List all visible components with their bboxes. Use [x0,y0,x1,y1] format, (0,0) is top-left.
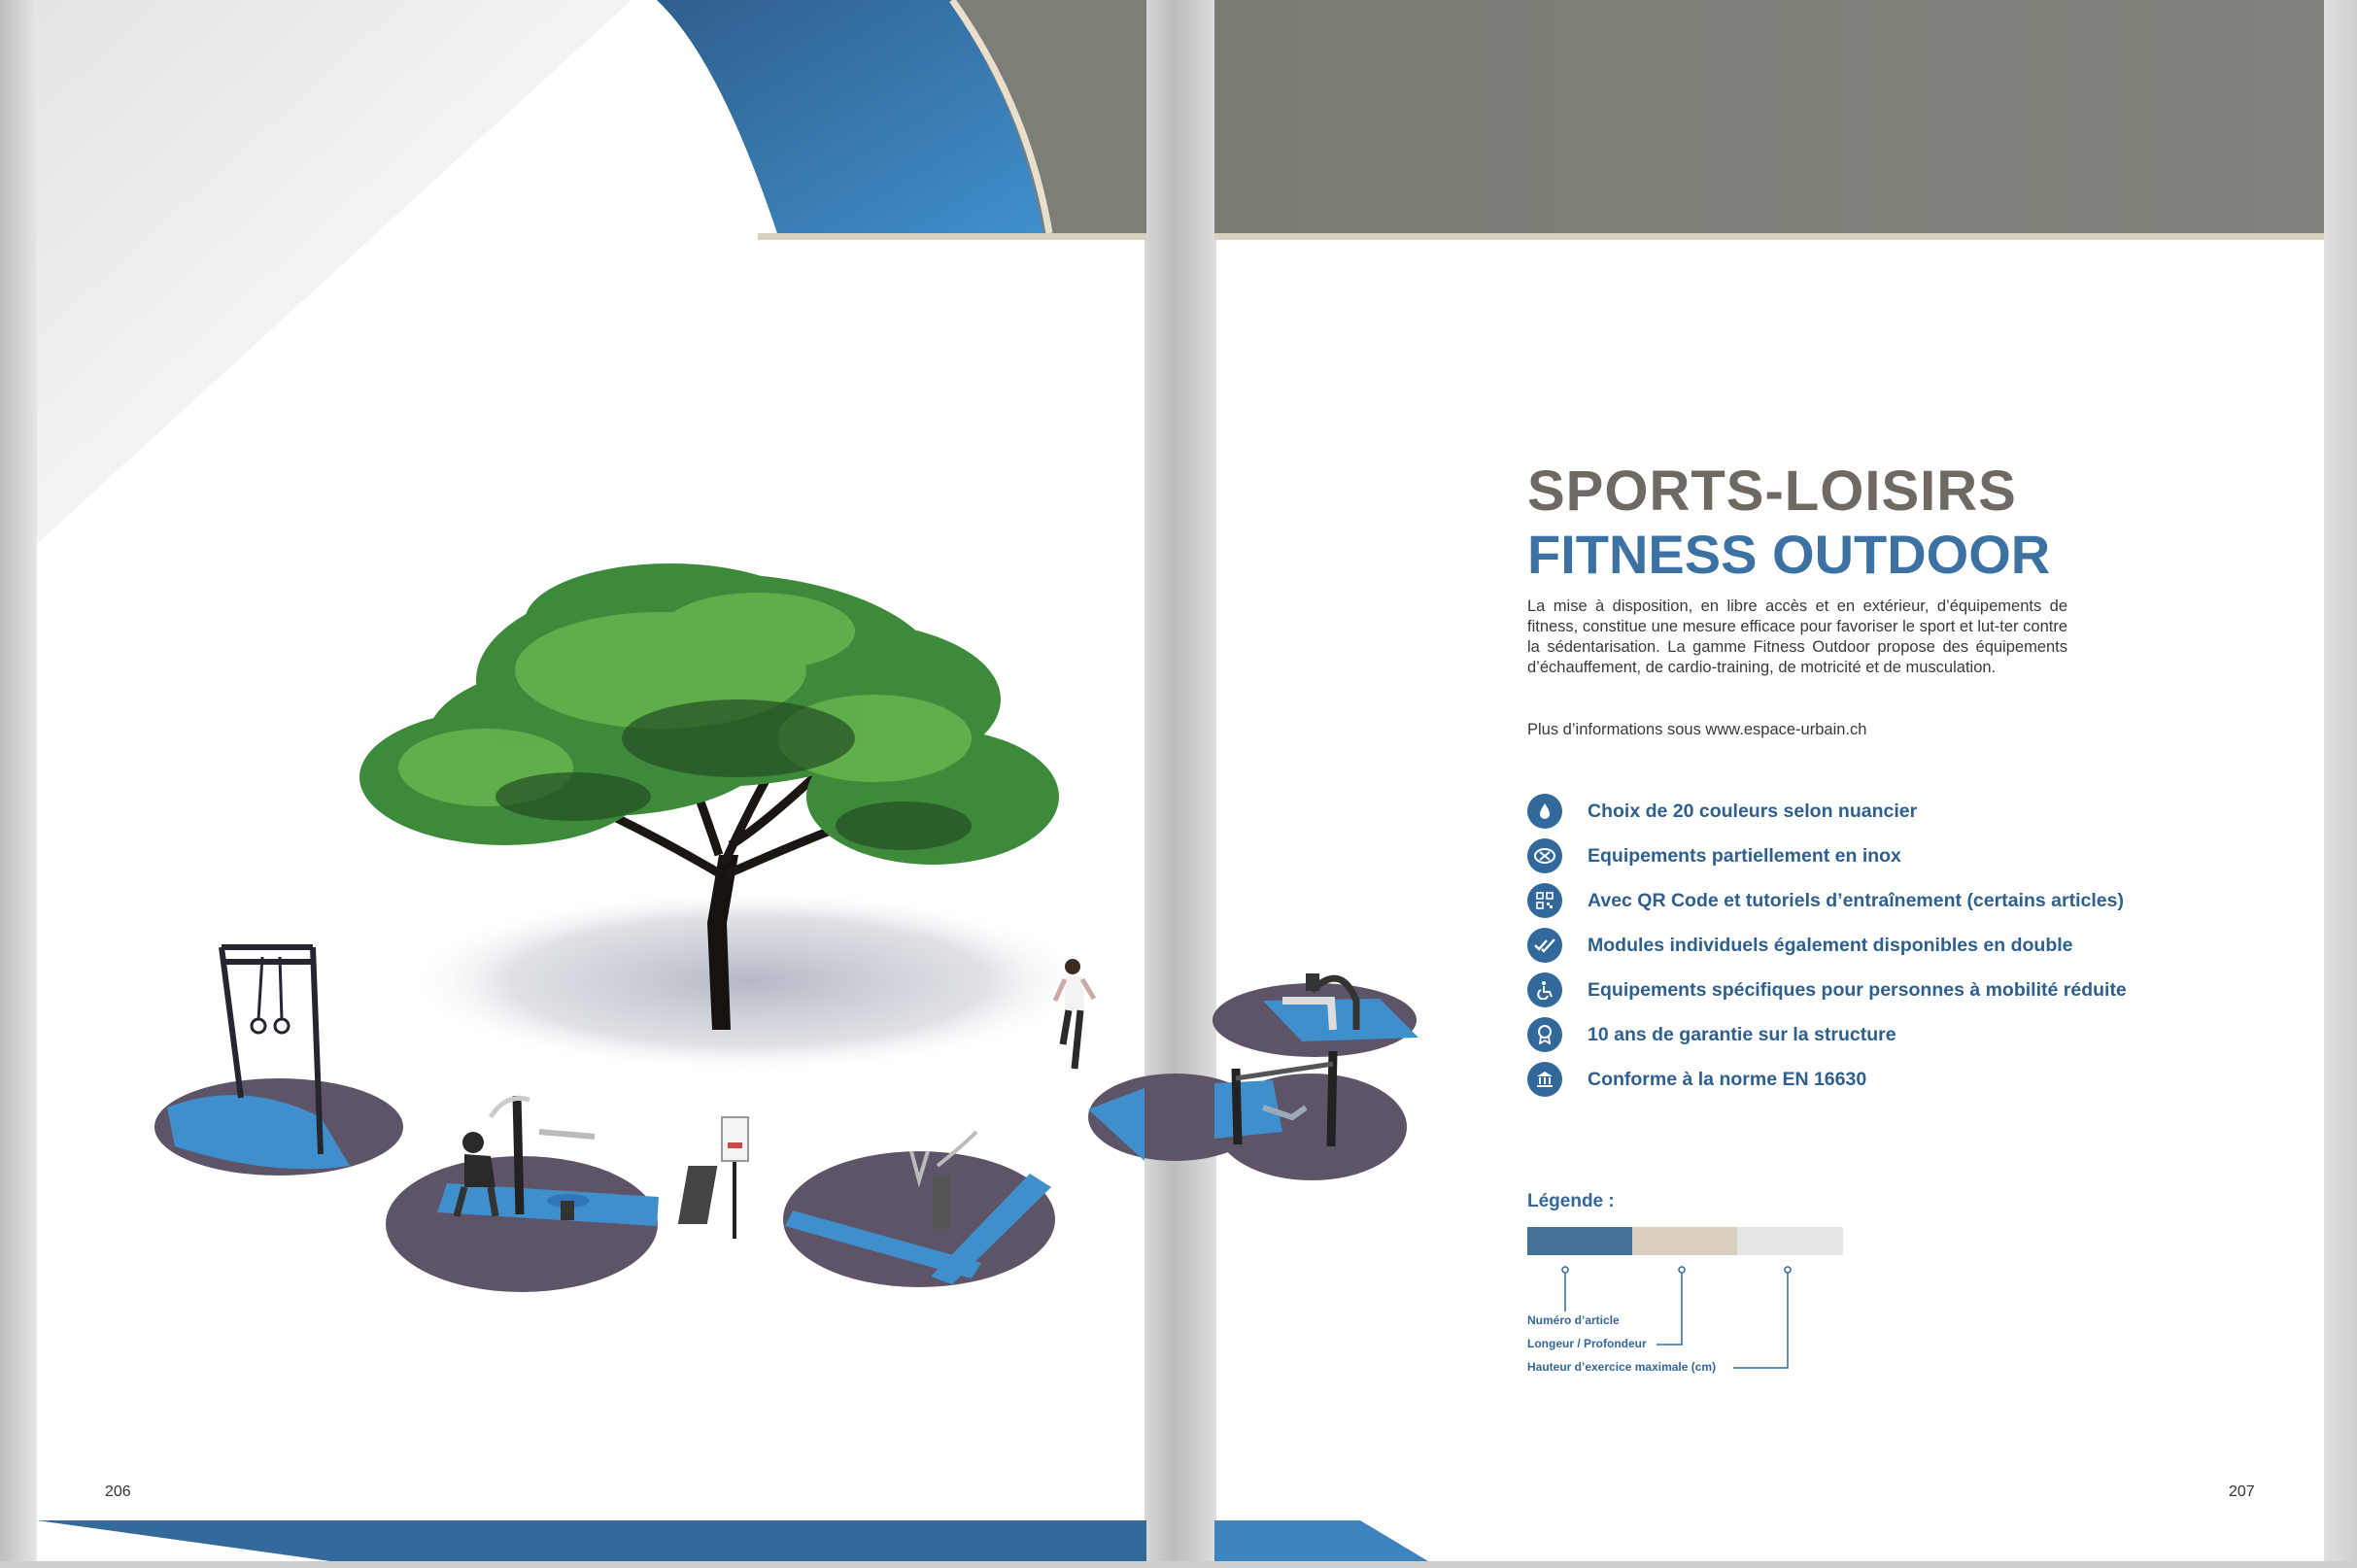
tree-shadow [408,889,1088,1074]
feature-label: 10 ans de garantie sur la structure [1588,1023,1896,1045]
feature-item: Choix de 20 couleurs selon nuancier [1527,789,2266,834]
qr-code-icon [1527,883,1562,918]
right-page-edge [2324,0,2357,1568]
feature-item: Modules individuels également disponible… [1527,923,2266,968]
legend-label-length: Longeur / Profondeur [1527,1337,1647,1350]
feature-item: Equipements spécifiques pour personnes à… [1527,968,2266,1012]
intro-paragraph: La mise à disposition, en libre accès et… [1527,597,2067,676]
info-signpost [721,1116,749,1239]
legend-connectors [1561,1266,1792,1369]
legend-label-height: Hauteur d’exercice maximale (cm) [1527,1360,1717,1374]
legend-title: Légende : [1527,1191,1615,1211]
bottom-edge [0,1561,2357,1568]
double-walker-equipment [1231,1050,1338,1147]
stainless-steel-icon [1527,838,1562,873]
twister-equipment [677,1130,978,1229]
wheelchair-icon [1527,972,1562,1007]
legend-bar-height [1737,1227,1843,1255]
leg-press-equipment [1282,973,1360,1031]
page-number-left: 206 [105,1483,131,1500]
feature-label: Equipements partiellement en inox [1588,844,1901,867]
section-subtitle: FITNESS OUTDOOR [1527,524,2051,585]
more-info-text: Plus d’informations sous www.espace-urba… [1527,721,1867,738]
feature-list: Choix de 20 couleurs selon nuancier Equi… [1527,789,2266,1102]
left-page-edge [0,0,37,1568]
pullup-frame [219,944,324,1155]
header-beige-line-right [1214,233,2324,240]
seated-machine [453,1095,596,1220]
feature-item: 10 ans de garantie sur la structure [1527,1012,2266,1057]
legend-bar-length [1632,1227,1737,1255]
jogging-person [1052,959,1097,1070]
footer-blue-strip-left [37,1520,1146,1561]
fitness-ground-pads [154,983,1418,1292]
section-title: SPORTS-LOISIRS [1527,460,2017,523]
feature-label: Modules individuels également disponible… [1588,934,2073,956]
feature-label: Equipements spécifiques pour personnes à… [1588,978,2127,1001]
tree-illustration [359,563,1059,1030]
footer-blue-strip-right [1214,1520,1428,1561]
header-grey-band-right [1214,0,2324,233]
color-drop-icon [1527,794,1562,829]
feature-label: Avec QR Code et tutoriels d’entraînement… [1588,889,2124,911]
right-page [1214,0,2324,1568]
guarantee-badge-icon [1527,1017,1562,1052]
feature-label: Choix de 20 couleurs selon nuancier [1588,800,1918,822]
feature-label: Conforme à la norme EN 16630 [1588,1068,1867,1090]
left-page-shading [37,0,632,544]
feature-item: Equipements partiellement en inox [1527,834,2266,878]
legend-bar-article-number [1527,1227,1632,1255]
double-check-icon [1527,928,1562,963]
feature-item: Avec QR Code et tutoriels d’entraînement… [1527,878,2266,923]
book-gutter [1144,0,1216,1568]
legend-label-article-number: Numéro d’article [1527,1313,1620,1327]
page-number-right: 207 [2229,1483,2255,1500]
feature-item: Conforme à la norme EN 16630 [1527,1057,2266,1102]
institution-icon [1527,1062,1562,1097]
header-beige-line-left [758,233,1146,240]
